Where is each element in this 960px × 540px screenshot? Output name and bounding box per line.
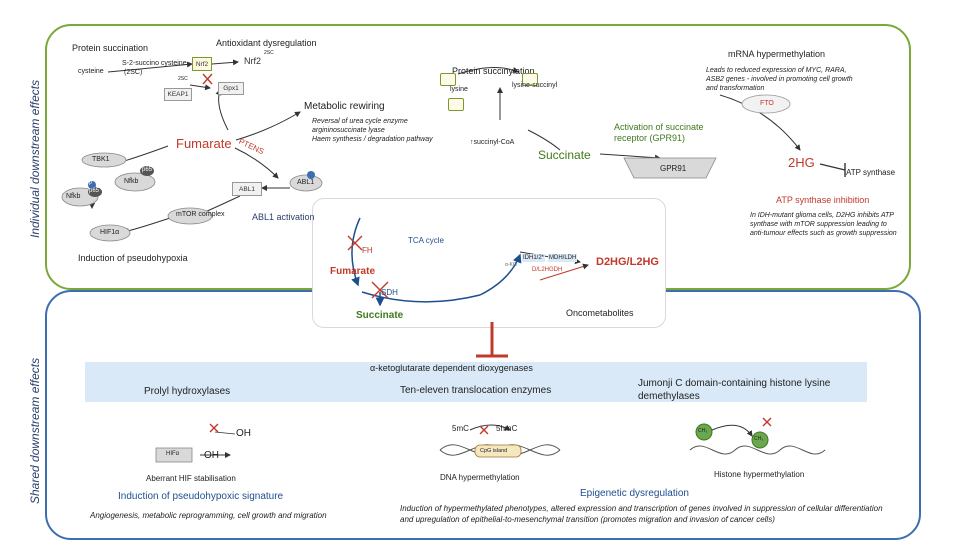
abl1-box: ABL1 <box>232 182 262 196</box>
p65-label-1: p65 <box>142 167 153 173</box>
5mc-label: 5mC <box>452 424 469 433</box>
lysine-box <box>440 73 456 86</box>
lysine-label: lysine <box>450 86 468 93</box>
2sc-tag: 2SC <box>264 50 274 56</box>
idh-label: IDH1/2* <box>522 254 546 262</box>
sdh-label: SDH <box>381 288 398 297</box>
metabolic-rewiring-title: Metabolic rewiring <box>304 101 385 112</box>
hif-box-label: HIFα <box>166 451 180 457</box>
dioxygenase-band <box>85 362 867 402</box>
hif1a-label: HIF1α <box>100 229 120 236</box>
lysine-succinyl-label: lysine-succinyl <box>512 82 558 89</box>
lysine-succinyl-box <box>522 73 538 86</box>
cpg-island-label: CpG island <box>480 448 508 454</box>
phospho-mark: P <box>89 181 93 187</box>
dna-hypermethylation-label: DNA hypermethylation <box>440 473 520 482</box>
2sc-tag-2: 2SC <box>178 76 188 82</box>
atp-inhibition-title: ATP synthase inhibition <box>776 195 870 205</box>
5hmc-label: 5hmC <box>496 424 518 433</box>
abl1-activation-label: ABL1 activation <box>252 212 315 222</box>
gpr91-activation-label: Activation of succinate receptor (GPR91) <box>614 122 704 143</box>
succinyl-target-box <box>448 98 464 111</box>
oh-label-2: OH <box>204 450 219 461</box>
pseudohypoxic-description: Angiogenesis, metabolic reprogramming, c… <box>90 511 327 520</box>
jumonji-label: Jumonji C domain-containing histone lysi… <box>638 378 831 402</box>
succinate-label: Succinate <box>538 148 591 162</box>
mrna-description: Leads to reduced expression of MYC, RARA… <box>706 67 853 92</box>
atp-description: In IDH-mutant glioma cells, D2HG inhibit… <box>750 212 897 237</box>
aberrant-hif-label: Aberrant HIF stabilisation <box>146 474 236 483</box>
mrna-hypermethylation-title: mRNA hypermethylation <box>728 49 826 59</box>
prolyl-hydroxylases-label: Prolyl hydroxylases <box>144 386 231 397</box>
rewiring-bullet-2: Haem synthesis / degradation pathway <box>312 136 433 143</box>
abl1-label: ABL1 <box>297 179 315 186</box>
tbk1-label: TBK1 <box>92 156 110 163</box>
gpx-box: Nrf2 <box>192 57 212 71</box>
gpr91-label: GPR91 <box>660 164 687 173</box>
d2hg-label: D2HG/L2HG <box>596 256 659 268</box>
tca-cycle-label: TCA cycle <box>408 236 445 245</box>
fto-label: FTO <box>760 100 774 107</box>
mdh-label: MDH/LDH <box>548 254 578 262</box>
d2hgdh-label: D/L2HGDH <box>532 267 563 273</box>
tca-fumarate-label: Fumarate <box>330 266 376 277</box>
nrf2-label: Nrf2 <box>244 56 262 66</box>
fh-label: FH <box>362 246 373 255</box>
2hg-label: 2HG <box>788 155 815 170</box>
s2sc-abbr-label: (2SC) <box>124 69 143 76</box>
gpx1-box: Gpx1 <box>218 82 244 95</box>
dioxygenases-label: α-ketoglutarate dependent dioxygenases <box>370 363 533 373</box>
akg-label: α-KG <box>505 262 517 268</box>
keap1-box: KEAP1 <box>164 88 192 101</box>
mtor-label: mTOR complex <box>176 211 225 218</box>
tca-succinate-label: Succinate <box>356 310 404 321</box>
s2sc-label: S-2-succino cysteine <box>122 60 187 67</box>
nfkb-label-1: Nfkb <box>124 178 139 185</box>
epigenetic-dysregulation-label: Epigenetic dysregulation <box>580 488 689 499</box>
p65-label-2: p65 <box>89 188 100 194</box>
tca-inset <box>312 198 666 328</box>
protein-succination-title: Protein succination <box>72 43 149 53</box>
ch3-label-1: CH₃ <box>698 428 708 434</box>
epigenetic-description: Induction of hypermethylated phenotypes,… <box>400 504 883 524</box>
cysteine-label: cysteine <box>78 68 104 75</box>
protein-succinylation-title: Protein succinylation <box>452 66 535 76</box>
oncometabolites-label: Oncometabolites <box>566 308 634 318</box>
oh-label-1: OH <box>236 428 251 439</box>
pseudohypoxic-signature-label: Induction of pseudohypoxic signature <box>118 491 284 502</box>
fumarate-label: Fumarate <box>176 136 232 151</box>
ch3-label-2: CH₃ <box>754 436 764 442</box>
histone-hypermethylation-label: Histone hypermethylation <box>714 470 805 479</box>
antioxidant-dysregulation-title: Antioxidant dysregulation <box>216 38 317 48</box>
rewiring-bullet-1: Reversal of urea cycle enzyme argininosu… <box>312 118 408 134</box>
atp-synthase-label: ATP synthase <box>846 168 896 177</box>
tet-enzymes-label: Ten-eleven translocation enzymes <box>400 385 552 396</box>
succinyl-coa-label: ↑succinyl-CoA <box>470 139 515 146</box>
nfkb-label-2: Nfkb <box>66 193 81 200</box>
pseudohypoxia-label: Induction of pseudohypoxia <box>78 253 188 263</box>
